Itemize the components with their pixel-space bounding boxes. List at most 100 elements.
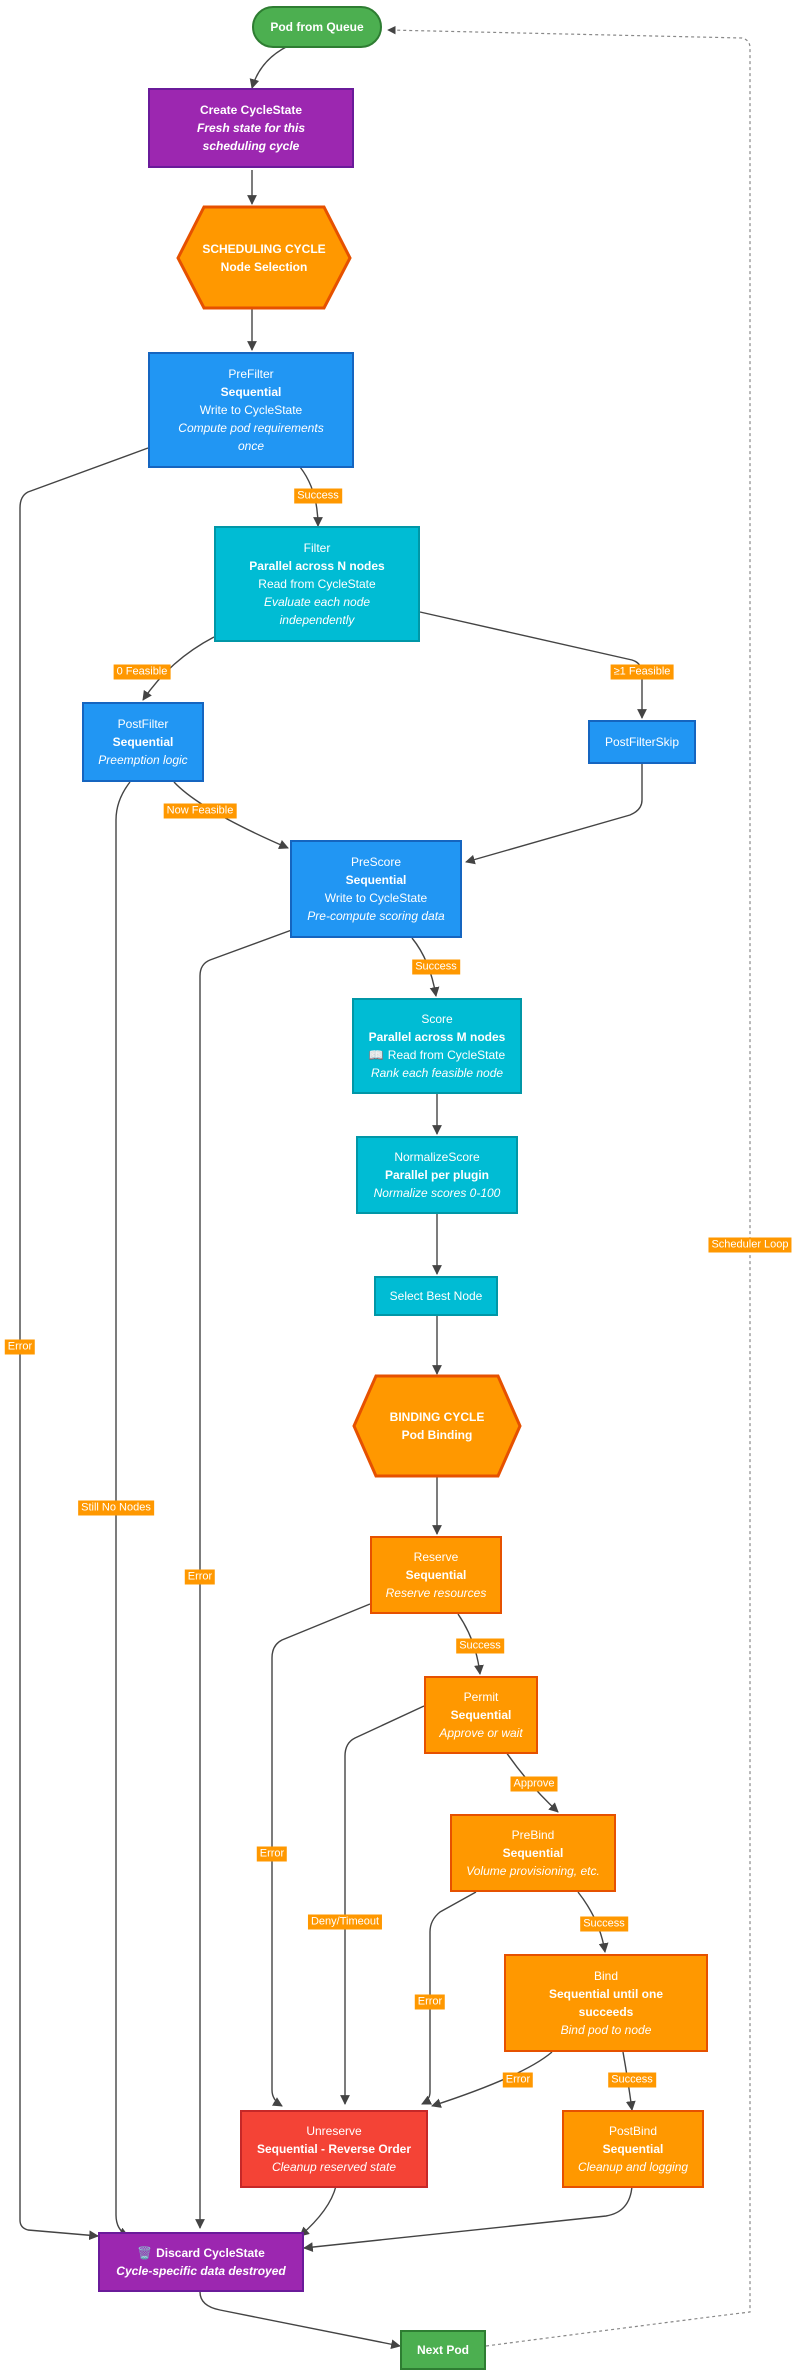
edge-prebind-error [421,1891,477,2105]
edge-label-prebind-success: Success [580,1916,628,1932]
create-cyclestate-title: Create CycleState [199,103,303,117]
edge-prefilter-error [19,447,149,2241]
edge-label-prescore-error: Error [184,1569,216,1585]
permit-title: Permit [463,1690,499,1704]
discard-cyclestate-title-line: 🗑️Discard CycleState [137,2244,265,2262]
unreserve-mode: Sequential - Reverse Order [256,2142,412,2156]
edge-scheduler-loop [387,25,751,2347]
filter-mode: Parallel across N nodes [249,559,385,573]
edge-postfilter-still [115,781,131,2237]
edge-permit-deny [340,1705,425,2105]
normalizescore-title: NormalizeScore [394,1150,480,1164]
prebind-mode: Sequential [502,1846,564,1860]
book-icon: 📖 [368,1048,384,1062]
edge-filter-zero [142,636,215,701]
postbind-node: PostBind Sequential Cleanup and logging [562,2110,704,2188]
prebind-desc: Volume provisioning, etc. [466,1864,600,1878]
edge-discard-to-next [199,2291,401,2350]
edge-prescore-error [195,923,309,2229]
prescore-title: PreScore [350,855,402,869]
edge-label-ge1-feasible: ≥1 Feasible [610,664,674,680]
score-state-line: 📖Read from CycleState [369,1046,505,1064]
score-node: Score Parallel across M nodes 📖Read from… [352,998,522,1094]
edge-label-permit-deny: Deny/Timeout [307,1914,383,1930]
discard-cyclestate-title: Discard CycleState [156,2246,265,2260]
edge-postbind-to-discard [303,2185,633,2252]
permit-desc: Approve or wait [439,1726,523,1740]
next-pod-node: Next Pod [400,2330,486,2370]
postbind-mode: Sequential [602,2142,664,2156]
reserve-title: Reserve [413,1550,459,1564]
bind-node: Bind Sequential until one succeeds Bind … [504,1954,708,2052]
create-cyclestate-node: Create CycleState Fresh state for this s… [148,88,354,168]
prefilter-state: Write to CycleState [199,403,303,417]
filter-state: Read from CycleState [258,577,376,591]
postfilter-title: PostFilter [117,717,169,731]
edge-label-bind-success: Success [608,2072,656,2088]
filter-desc2: independently [279,613,355,627]
scheduling-cycle-hexagon [176,205,352,310]
score-title: Score [421,1012,453,1026]
reserve-node: Reserve Sequential Reserve resources [370,1536,502,1614]
prescore-state: Write to CycleState [324,891,428,905]
edge-label-still-no-nodes: Still No Nodes [78,1500,154,1516]
normalizescore-mode: Parallel per plugin [384,1168,490,1182]
postfilter-node: PostFilter Sequential Preemption logic [82,702,204,782]
permit-node: Permit Sequential Approve or wait [424,1676,538,1754]
score-mode: Parallel across M nodes [368,1030,506,1044]
edge-label-prefilter-error: Error [4,1339,36,1355]
unreserve-node: Unreserve Sequential - Reverse Order Cle… [240,2110,428,2188]
binding-cycle-title: BINDING CYCLE [389,1410,485,1424]
edge-reserve-error [271,1603,371,2107]
filter-title: Filter [303,541,331,555]
postbind-title: PostBind [608,2124,658,2138]
edge-label-bind-error: Error [502,2072,534,2088]
edge-label-prefilter-success: Success [294,488,342,504]
prefilter-desc2: once [237,439,265,453]
binding-cycle-subtitle: Pod Binding [401,1428,473,1442]
prescore-node: PreScore Sequential Write to CycleState … [290,840,462,938]
edge-label-scheduler-loop: Scheduler Loop [708,1237,792,1253]
edge-label-prescore-success: Success [412,959,460,975]
create-cyclestate-subtitle: Fresh state for this [196,121,306,135]
postfilterskip-node: PostFilterSkip [588,720,696,764]
prescore-mode: Sequential [345,873,407,887]
bind-mode2: succeeds [578,2005,634,2019]
scheduling-cycle-title: SCHEDULING CYCLE [202,242,326,256]
pod-from-queue-title: Pod from Queue [270,20,364,34]
edge-label-permit-approve: Approve [510,1776,558,1792]
permit-mode: Sequential [450,1708,512,1722]
pod-from-queue-node: Pod from Queue [252,6,382,48]
binding-cycle-hexagon [352,1374,522,1478]
discard-cyclestate-node: 🗑️Discard CycleState Cycle-specific data… [98,2232,304,2292]
select-best-node-title: Select Best Node [389,1289,483,1303]
normalizescore-node: NormalizeScore Parallel per plugin Norma… [356,1136,518,1214]
score-desc: Rank each feasible node [370,1066,504,1080]
edge-queue-to-create [249,45,289,89]
score-state: Read from CycleState [387,1048,506,1062]
edge-label-reserve-error: Error [256,1846,288,1862]
prefilter-node: PreFilter Sequential Write to CycleState… [148,352,354,468]
edge-label-now-feasible: Now Feasible [163,803,237,819]
trash-icon: 🗑️ [137,2246,153,2260]
postfilterskip-title: PostFilterSkip [604,735,680,749]
unreserve-desc: Cleanup reserved state [271,2160,397,2174]
prebind-title: PreBind [511,1828,555,1842]
postfilter-desc: Preemption logic [98,753,188,767]
edge-postfilterskip-to-prescore [465,764,643,865]
edge-label-reserve-success: Success [456,1638,504,1654]
scheduling-cycle-node: SCHEDULING CYCLE Node Selection [190,220,338,296]
prefilter-mode: Sequential [220,385,282,399]
filter-node: Filter Parallel across N nodes Read from… [214,526,420,642]
binding-cycle-node: BINDING CYCLE Pod Binding [370,1390,504,1462]
discard-cyclestate-desc: Cycle-specific data destroyed [116,2264,286,2278]
prescore-desc: Pre-compute scoring data [307,909,445,923]
edge-filter-ge1 [419,611,647,719]
edge-label-prebind-error: Error [414,1994,446,2010]
select-best-node: Select Best Node [374,1276,498,1316]
prefilter-desc: Compute pod requirements [178,421,324,435]
next-pod-title: Next Pod [416,2343,469,2357]
create-cyclestate-subtitle2: scheduling cycle [202,139,300,153]
prefilter-title: PreFilter [228,367,274,381]
